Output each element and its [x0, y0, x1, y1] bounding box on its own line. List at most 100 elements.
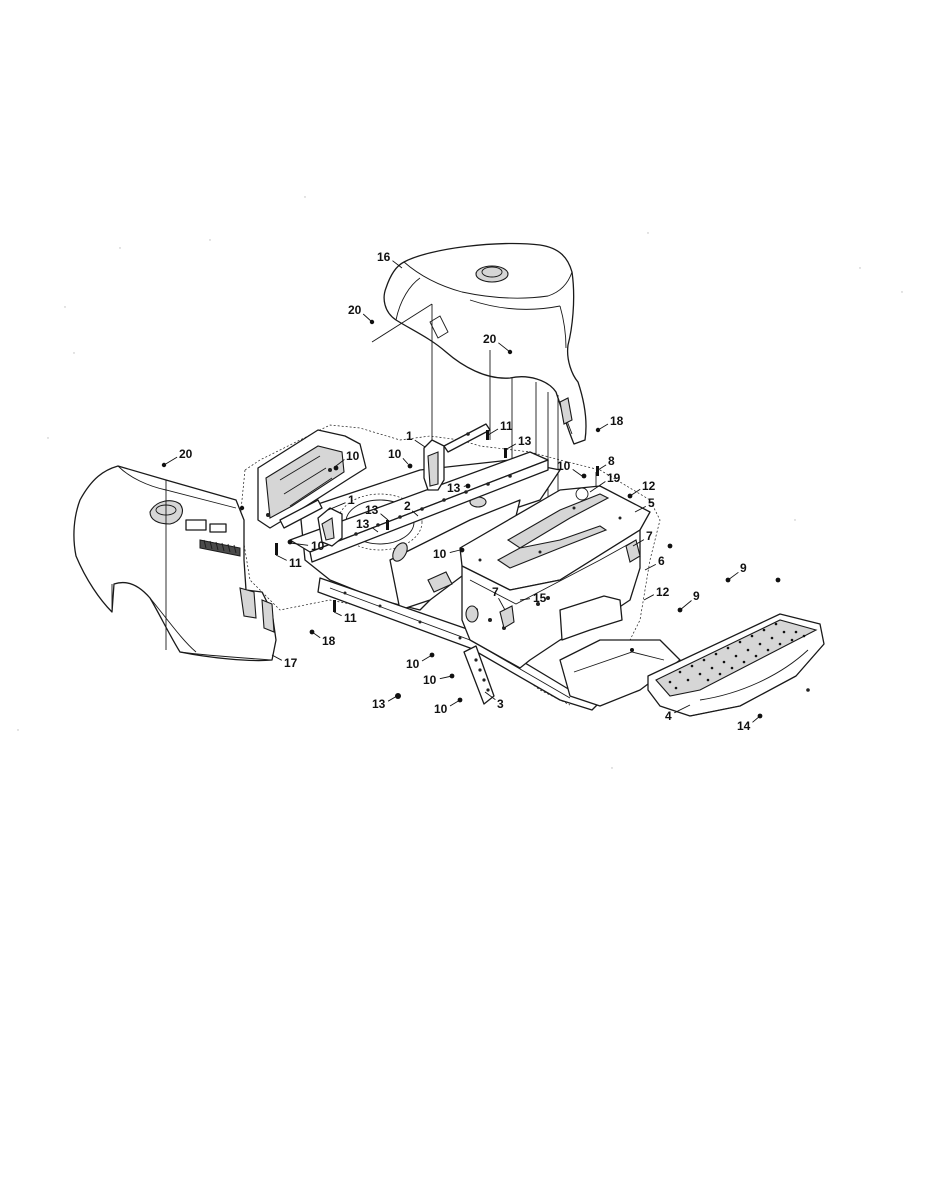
callout-leader — [498, 597, 506, 611]
callout-number: 4 — [665, 709, 672, 723]
callout-leader — [362, 313, 373, 323]
callout-15: 15 — [519, 591, 547, 605]
callout-leader — [498, 342, 511, 353]
callout-18: 18 — [311, 631, 336, 648]
main-frame — [239, 424, 661, 711]
callout-number: 10 — [434, 702, 448, 716]
callout-leader — [449, 549, 461, 554]
callout-number: 1 — [406, 429, 413, 443]
callout-number: 13 — [365, 503, 379, 517]
callout-9: 9 — [727, 561, 747, 581]
callout-leader — [371, 526, 379, 533]
callout-leader — [519, 598, 531, 601]
callout-number: 18 — [610, 414, 624, 428]
callout-20: 20 — [483, 332, 511, 353]
callout-10: 10 — [335, 449, 360, 467]
callout-leader — [411, 510, 419, 517]
callout-10: 10 — [433, 547, 461, 561]
callout-leader — [380, 513, 389, 521]
callout-9: 9 — [679, 589, 700, 611]
callout-13: 13 — [504, 434, 532, 451]
callout-leader — [327, 502, 346, 511]
callout-number: 10 — [311, 539, 325, 553]
callout-leader — [392, 260, 403, 269]
callout-leader — [414, 439, 426, 448]
callout-leader — [629, 488, 641, 497]
callout-leader — [752, 715, 761, 723]
callout-number: 5 — [648, 496, 655, 510]
callout-10: 10 — [434, 699, 461, 716]
callout-number: 14 — [737, 719, 751, 733]
callout-18: 18 — [597, 414, 624, 431]
callout-11: 11 — [333, 611, 357, 625]
callout-1: 1 — [327, 493, 355, 511]
callout-leader — [387, 695, 398, 702]
callout-leader — [597, 423, 609, 431]
callout-19: 19 — [589, 471, 621, 493]
callout-number: 12 — [656, 585, 670, 599]
callout-leader — [333, 611, 342, 617]
callout-13: 13 — [365, 503, 389, 521]
callout-6: 6 — [644, 554, 665, 571]
callout-1: 1 — [406, 429, 426, 448]
callout-13: 13 — [447, 481, 469, 495]
callout-number: 16 — [377, 250, 391, 264]
callout-leader — [271, 654, 283, 661]
callout-number: 3 — [497, 697, 504, 711]
callout-8: 8 — [597, 454, 615, 471]
callout-number: 10 — [406, 657, 420, 671]
callout-number: 18 — [322, 634, 336, 648]
callout-number: 20 — [179, 447, 193, 461]
callout-number: 19 — [607, 471, 621, 485]
callout-leader — [487, 428, 499, 436]
callout-10: 10 — [557, 459, 583, 477]
callout-number: 11 — [289, 556, 302, 570]
part-17-front-hood — [73, 465, 277, 662]
callout-leader — [449, 699, 461, 707]
part-16-rear-cover — [371, 242, 587, 445]
callout-number: 10 — [433, 547, 447, 561]
callout-leader — [275, 554, 287, 561]
callout-leader — [463, 484, 469, 487]
callout-17: 17 — [271, 654, 298, 670]
callout-number: 15 — [533, 591, 547, 605]
callout-leader — [163, 456, 178, 466]
callout-10: 10 — [423, 673, 453, 687]
part-4-9-14-step-plate — [559, 613, 825, 717]
callout-number: 10 — [388, 447, 402, 461]
callout-13: 13 — [372, 695, 398, 711]
callout-number: 12 — [642, 479, 656, 493]
callout-11: 11 — [487, 419, 513, 436]
callout-number: 13 — [518, 434, 532, 448]
callout-number: 8 — [608, 454, 615, 468]
callout-number: 17 — [284, 656, 298, 670]
callout-10: 10 — [406, 654, 433, 671]
callout-2: 2 — [404, 499, 419, 517]
callout-7: 7 — [632, 529, 653, 547]
callout-20: 20 — [163, 447, 193, 466]
callout-leader — [439, 675, 453, 680]
callout-4: 4 — [665, 704, 691, 723]
callout-leader — [484, 691, 496, 701]
callout-number: 9 — [740, 561, 747, 575]
callout-7: 7 — [492, 585, 506, 611]
callout-leader — [335, 459, 345, 467]
part-1-brackets — [279, 423, 491, 547]
callout-12: 12 — [629, 479, 656, 497]
callout-20: 20 — [348, 303, 373, 323]
callout-number: 11 — [500, 419, 513, 433]
callout-number: 9 — [693, 589, 700, 603]
callout-leader — [597, 464, 607, 471]
callout-14: 14 — [737, 715, 761, 733]
callout-11: 11 — [275, 554, 302, 570]
callout-number: 2 — [404, 499, 411, 513]
callout-number: 10 — [557, 459, 571, 473]
callout-leader — [311, 631, 321, 639]
callout-13: 13 — [356, 517, 379, 533]
callout-leader — [674, 704, 691, 714]
callout-number: 6 — [658, 554, 665, 568]
callout-number: 20 — [483, 332, 497, 346]
callout-number: 13 — [356, 517, 370, 531]
